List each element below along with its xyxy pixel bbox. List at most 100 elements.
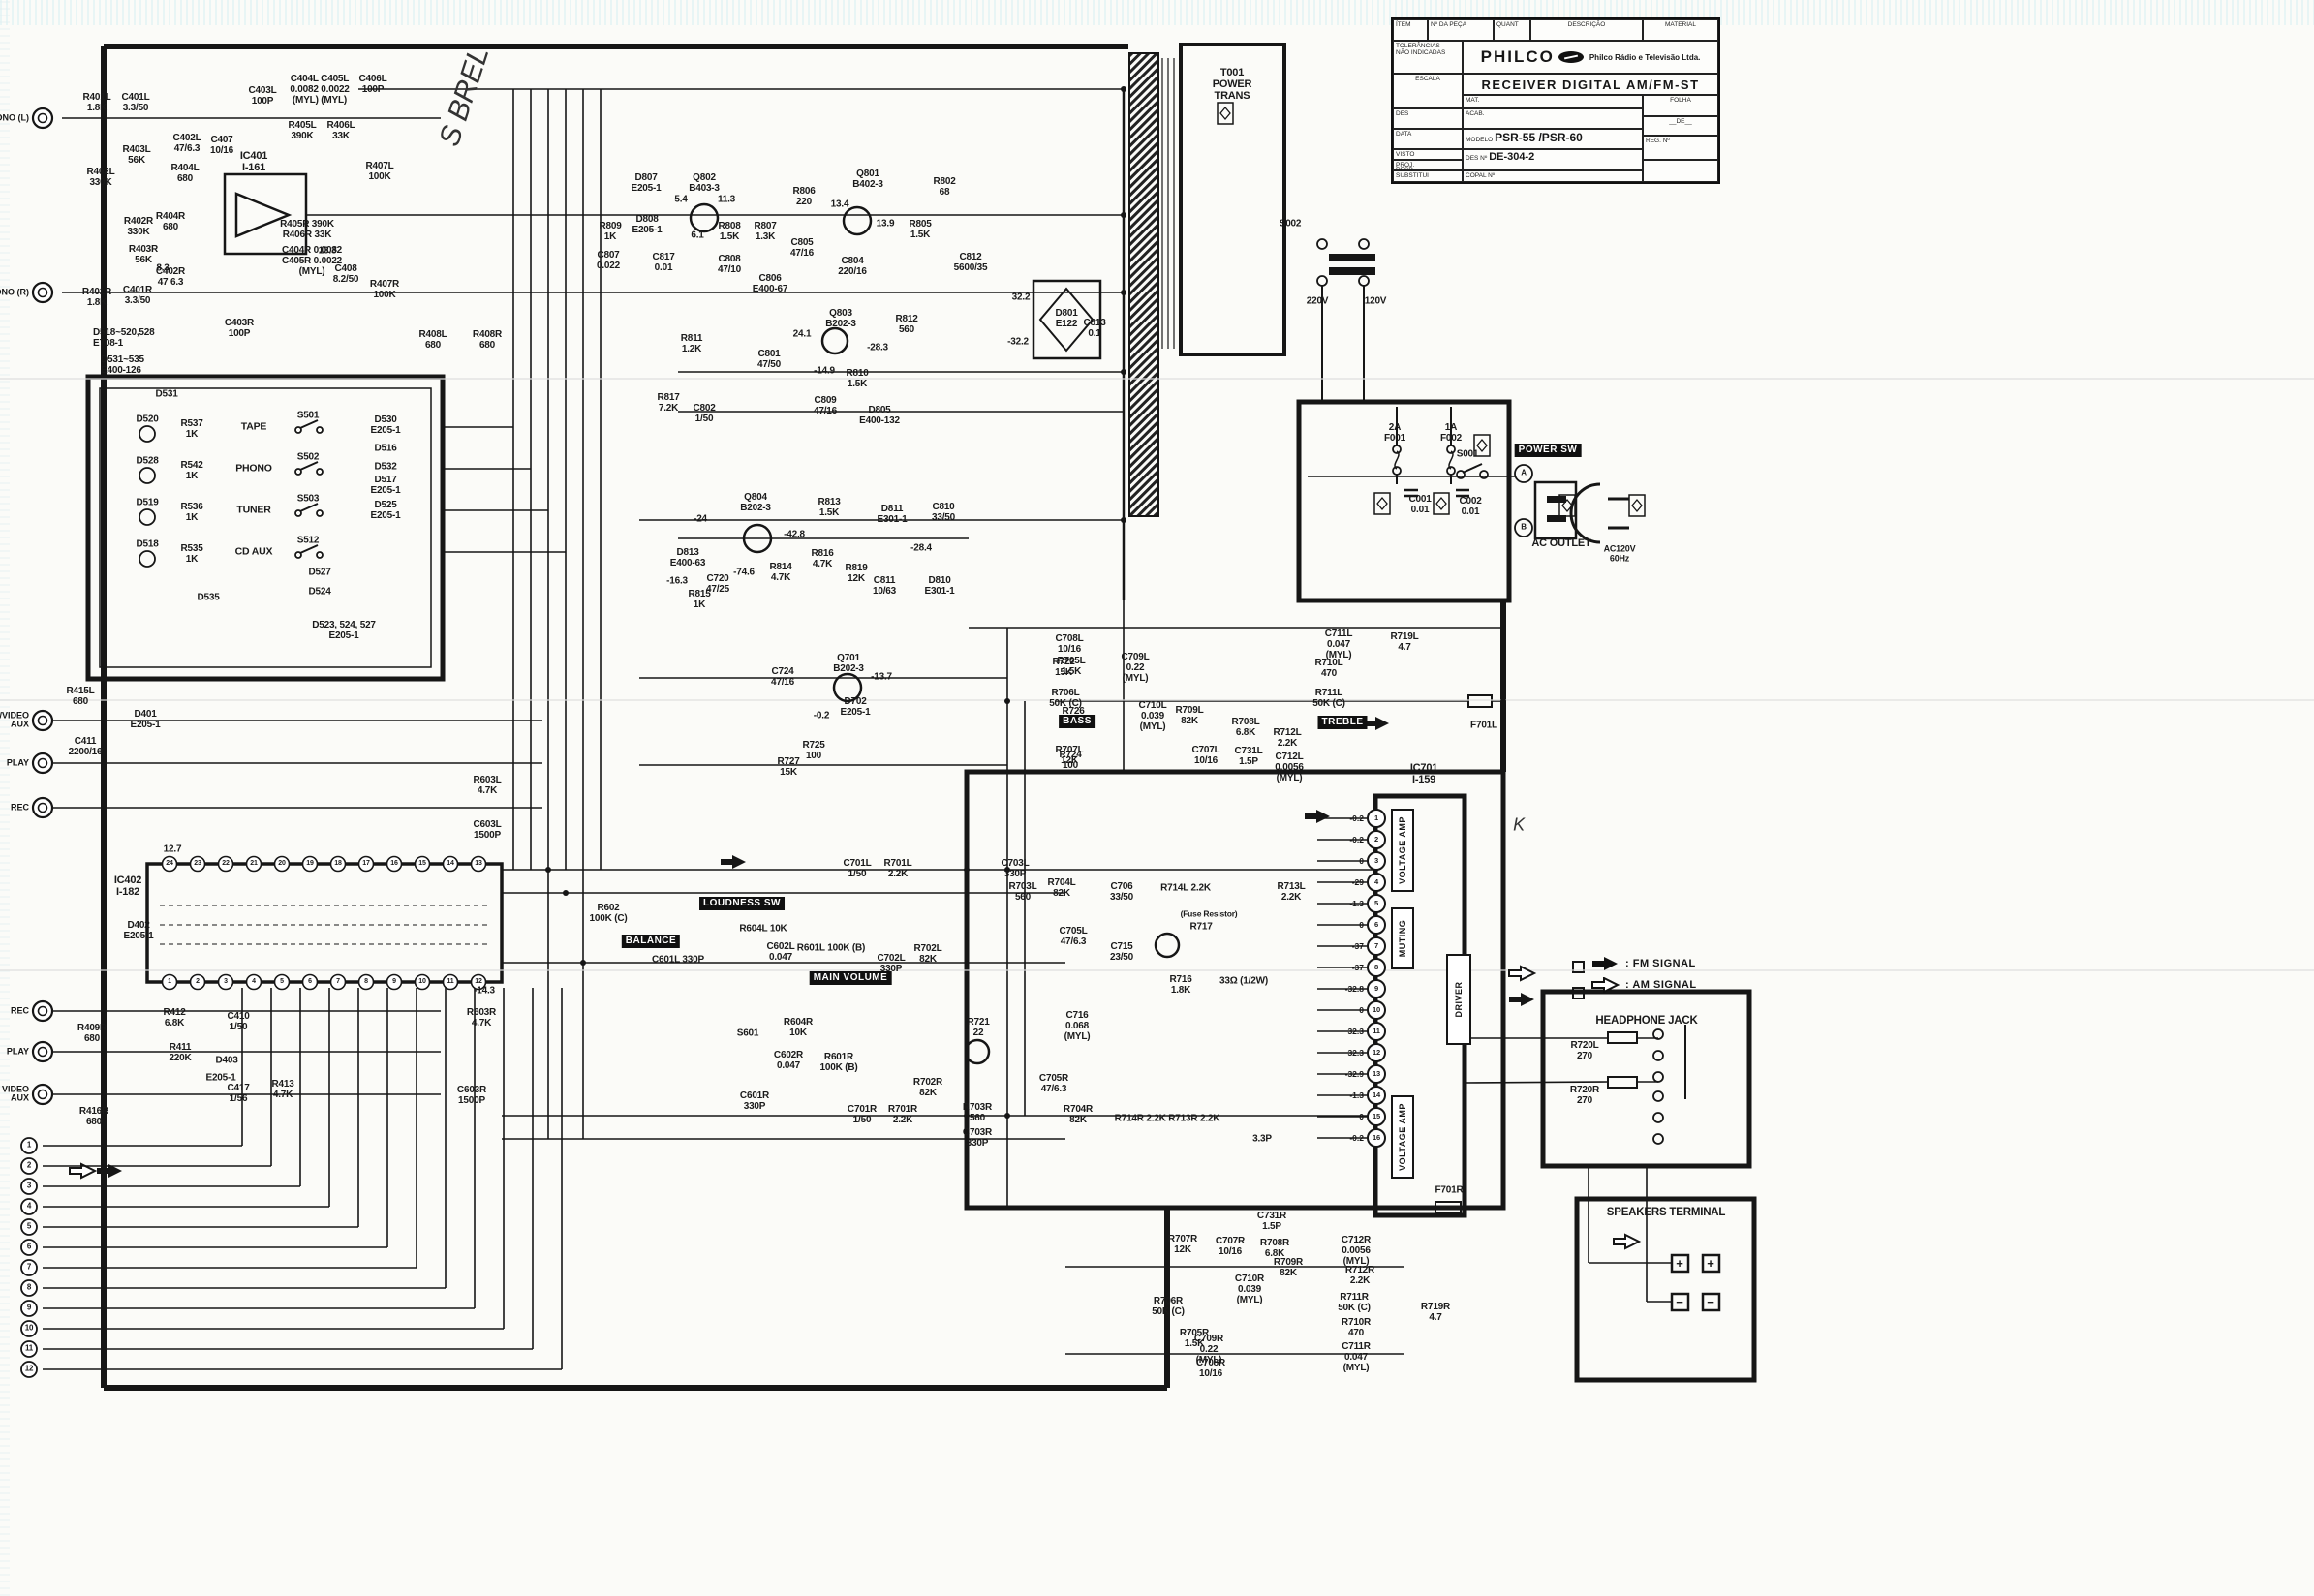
ic701-pin-num: 16 (1373, 1132, 1380, 1142)
jack-contact (1652, 1050, 1664, 1061)
component-label: R536 1K (180, 502, 203, 523)
tb-item: ÍTEM (1393, 19, 1428, 41)
junction-dot (1121, 212, 1126, 218)
component-label: D524 (308, 586, 331, 598)
component-label: R601L 100K (B) (796, 942, 866, 954)
tb-copal: COPAL Nº (1463, 170, 1643, 182)
component-label: S502 (296, 451, 320, 463)
filled-rect (1329, 267, 1375, 275)
ic402-pin-top (273, 855, 291, 873)
component-label: D525 E205-1 (370, 500, 401, 521)
ic402-pin-top (386, 855, 403, 873)
component-label: D402 E205-1 (123, 920, 154, 941)
bridge-box (1032, 279, 1102, 360)
fm-signal-arrow (1509, 993, 1534, 1006)
ic402-pin-num: 4 (252, 978, 256, 986)
component-label: D810 E301-1 (924, 575, 955, 597)
sw-contact (316, 468, 324, 476)
component-label: R812 560 (895, 314, 918, 335)
bus-terminal-3 (20, 1178, 38, 1195)
tb-title: RECEIVER DIGITAL AM/FM-ST (1463, 74, 1718, 95)
sw-contact (294, 509, 302, 517)
component-label: C701L 1/50 (843, 858, 872, 879)
junction-dot (101, 1049, 107, 1055)
jack-contact (1652, 1112, 1664, 1123)
component-label: C810 33/50 (931, 502, 956, 523)
component-label: S512 (296, 535, 320, 546)
component-label: R807 1.3K (754, 221, 777, 242)
ic402-pin-top (329, 855, 347, 873)
ic701-pin-voltage: -0.2 (1349, 835, 1364, 844)
led (139, 550, 156, 568)
ic701-pin-num: 9 (1374, 983, 1378, 993)
component-label: R704R 82K (1063, 1104, 1094, 1125)
component-label: R717 (1189, 921, 1213, 933)
title-block: ÍTEM Nº DA PEÇA QUANT DESCRIÇÃO MATERIAL… (1391, 17, 1720, 184)
connector-strip (1128, 52, 1159, 517)
component-label: C716 0.068 (MYL) (1064, 1009, 1091, 1042)
component-label: C601R 330P (739, 1090, 770, 1112)
loudness-label: LOUDNESS SW (699, 897, 785, 910)
main-volume-label: MAIN VOLUME (809, 971, 892, 985)
bus-terminal-label-11: 11 (24, 1343, 34, 1353)
diamond-symbol-glyph (1376, 496, 1388, 511)
component-label: R404R 680 (155, 211, 186, 232)
sw-lever (299, 461, 319, 471)
filled-rect (0, 699, 2314, 701)
tb-modelo-label: MODELO (1466, 137, 1494, 143)
q801-label: Q801 B402-3 (852, 169, 883, 190)
component-label: 13.4 (830, 199, 849, 210)
terminal (31, 281, 54, 304)
component-label: C712R 0.0056 (MYL) (1341, 1234, 1372, 1267)
component-label: R720L 270 (1570, 1040, 1599, 1061)
fm-signal-arrow (97, 1164, 122, 1178)
ic701-block (1391, 1095, 1414, 1179)
component-label: R713L 2.2K (1277, 881, 1306, 903)
junction-dot (101, 1008, 107, 1014)
sw-contact (316, 426, 324, 434)
component-label: R706L 50K (C) (1049, 688, 1082, 709)
outlet-box (1533, 480, 1578, 540)
q802 (689, 202, 720, 233)
component-label: R415L 680 (66, 686, 95, 707)
component-label: 11.3 (717, 194, 736, 205)
ic402-pin-bottom (329, 973, 347, 991)
component-label: A (1521, 468, 1527, 477)
tb-modelo-row: MODELO PSR-55 /PSR-60 (1463, 129, 1643, 149)
component-label: R811 1.2K (680, 333, 703, 354)
ic701-pin-voltage: 0 (1359, 1005, 1364, 1015)
ic701-block-label: VOLTAGE AMP (1398, 1103, 1407, 1171)
component-label: C806 E400-67 (752, 273, 788, 294)
terminal-inner (37, 715, 48, 726)
component-label: R403L 56K (122, 144, 151, 166)
component-label: C812 5600/35 (953, 252, 988, 273)
ic402-pin-num: 20 (278, 860, 286, 868)
s002-tap (1316, 238, 1328, 250)
ic402-pin-num: 3 (224, 978, 228, 986)
component-label: F701R (1435, 1184, 1464, 1196)
component-label: R604L 10K (739, 923, 787, 935)
junction-dot (563, 890, 569, 896)
component-label: S001 (1456, 448, 1479, 460)
component-label: S503 (296, 493, 320, 505)
diamond-symbol-glyph (1561, 498, 1573, 513)
philco-logo-text: PHILCO (1480, 47, 1555, 66)
bus-terminal-label-3: 3 (26, 1181, 32, 1190)
component-label: D520 (136, 414, 159, 425)
fm-signal-arrow (1305, 810, 1330, 823)
component-label: R709L 82K (1175, 705, 1204, 726)
led (139, 425, 156, 443)
component-label: F701L (1470, 720, 1497, 731)
tb-desnum-label: DES Nº (1466, 155, 1488, 162)
component-label: C603R 1500P (456, 1085, 487, 1106)
component-label: R714R 2.2K R713R 2.2K (1114, 1113, 1220, 1124)
opamp-triangle (234, 192, 293, 238)
junction-dot (1121, 369, 1126, 375)
bus-terminal-1 (20, 1137, 38, 1154)
ic701-pin-num: 13 (1373, 1068, 1380, 1078)
sw-lever (299, 544, 319, 554)
component-label: D528 (136, 455, 159, 467)
bus-terminal-label-8: 8 (26, 1282, 32, 1292)
hp-res-r (1607, 1076, 1638, 1089)
tb-num-peca: Nº DA PEÇA (1428, 19, 1494, 41)
